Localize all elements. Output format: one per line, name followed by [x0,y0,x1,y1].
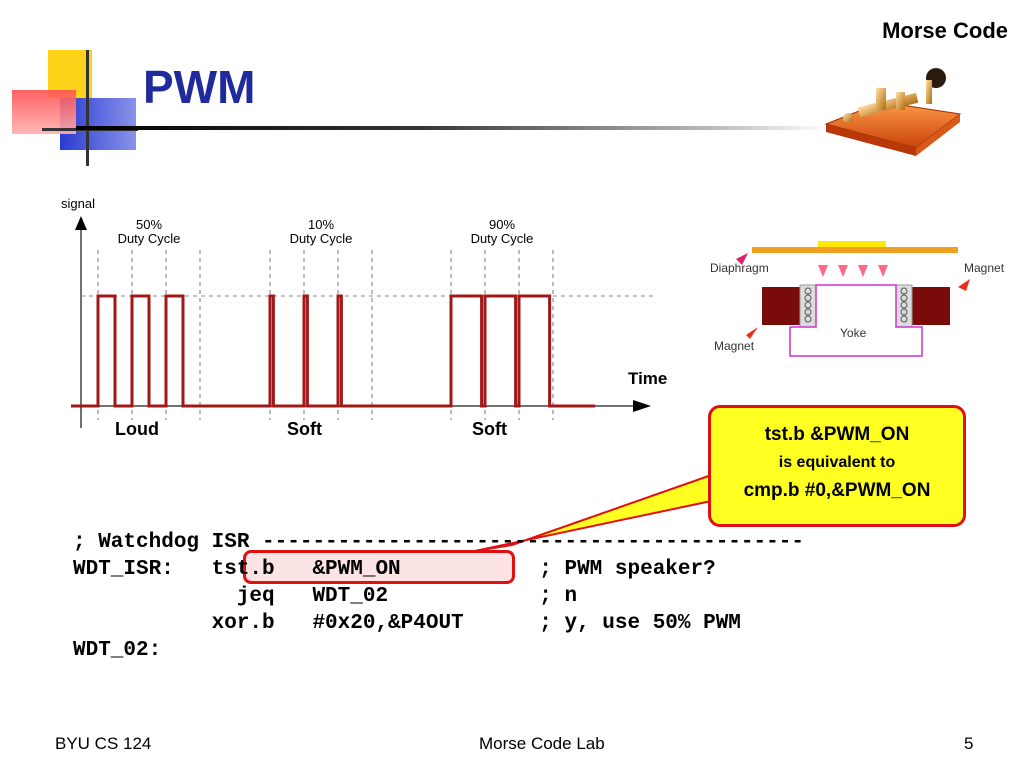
time-axis-label: Time [628,369,668,388]
logo-red-block [12,90,76,134]
y-axis-arrow [75,216,87,230]
magnet-left-pointer [746,327,758,339]
instruction-highlight [243,550,515,584]
slide-title: PWM [143,61,256,113]
magnet-right-pointer [958,279,970,291]
page-number: 5 [964,734,974,753]
x-axis-arrow [633,400,651,412]
volume-label-loud: Loud [115,419,159,439]
yoke-label: Yoke [840,326,867,340]
duty-cycle-label: Duty Cycle [290,231,353,246]
magnet-left [762,287,800,325]
diaphragm-yellow-patch [818,241,886,249]
code-line-6: WDT_02: [73,639,162,662]
diaphragm-pointer [736,253,748,265]
magnet-left-label: Magnet [714,339,755,353]
telegraph-key-image [824,68,962,156]
code-line-4: xor.b #0x20,&P4OUT ; y, use 50% PWM [73,612,741,635]
duty-percent-label: 10% [308,217,334,232]
callout-line-3: cmp.b #0,&PWM_ON [743,480,931,501]
coil-windings [804,287,908,323]
duty-cycle-label: Duty Cycle [471,231,534,246]
volume-label-soft-1: Soft [287,419,322,439]
logo-vertical-line [86,50,89,166]
title-rule [76,126,828,130]
callout-line-1: tst.b &PWM_ON [764,424,910,445]
diaphragm-label: Diaphragm [710,261,769,275]
footer-center: Morse Code Lab [479,734,605,753]
duty-percent-label: 90% [489,217,515,232]
duty-percent-label: 50% [136,217,162,232]
assembly-code: ; Watchdog ISR -------------------------… [73,529,973,664]
pwm-signal-wave [71,294,595,408]
force-arrows [818,265,888,277]
corner-title: Morse Code [882,18,1008,43]
callout-line-2: is equivalent to [778,454,896,471]
footer-left: BYU CS 124 [55,734,152,753]
volume-label-soft-2: Soft [472,419,507,439]
callout-box: tst.b &PWM_ON is equivalent to cmp.b #0,… [708,405,966,527]
magnet-right-label: Magnet [964,261,1005,275]
logo-decoration [12,50,142,170]
code-line-3: jeq WDT_02 ; n [73,585,578,608]
magnet-right [912,287,950,325]
code-line-2: WDT_ISR: tst.b &PWM_ON ; PWM speaker? [73,558,716,581]
yoke [789,284,923,357]
diaphragm [752,247,958,253]
signal-axis-label: signal [61,196,95,211]
duty-cycle-label: Duty Cycle [118,231,181,246]
speaker-diagram: Yoke Diaphragm Magnet Magnet [710,241,1005,357]
code-line-1: ; Watchdog ISR -------------------------… [73,531,804,554]
